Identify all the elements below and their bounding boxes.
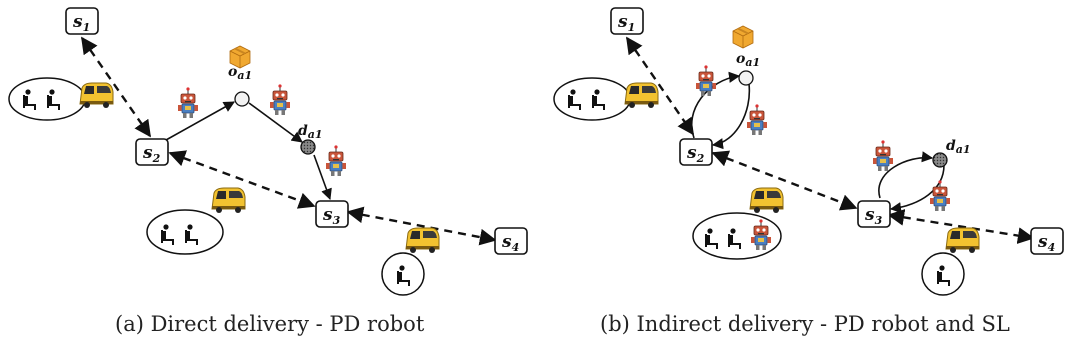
origin-node: oa1 xyxy=(736,51,760,86)
robot-icon xyxy=(325,144,347,177)
svg-text:s3: s3 xyxy=(322,205,341,227)
shuttle-route-s2-s3 xyxy=(711,150,858,211)
passenger-group xyxy=(921,227,980,296)
station-s1: s1 xyxy=(610,7,644,35)
svg-text:s4: s4 xyxy=(1037,232,1055,254)
shuttle-icon xyxy=(749,187,784,214)
svg-text:da1: da1 xyxy=(298,123,323,141)
svg-text:s2: s2 xyxy=(686,143,705,165)
passenger-group xyxy=(381,227,440,296)
station-s3: s3 xyxy=(315,200,349,228)
shuttle-route-s1-s2 xyxy=(81,36,151,138)
robot-icon xyxy=(746,103,768,136)
robot-icon xyxy=(872,139,894,172)
diagram: s1 s2 s3 s4 oa1 da1 xyxy=(8,7,1064,296)
shuttle-route-s3-s4 xyxy=(346,206,497,246)
destination-node: da1 xyxy=(298,123,323,155)
passenger-group xyxy=(146,187,246,255)
shuttle-icon xyxy=(211,187,246,214)
robot-path-s2-origin xyxy=(691,71,741,139)
svg-text:s2: s2 xyxy=(142,143,161,165)
robot-icon xyxy=(269,83,291,116)
robot-icon xyxy=(929,179,951,212)
passenger-group xyxy=(692,187,784,260)
shuttle-route-s1-s2 xyxy=(626,36,694,136)
robot-path-origin-destination xyxy=(248,102,303,143)
robot-path-destination-s3 xyxy=(889,164,945,214)
caption-a: (a) Direct delivery - PD robot xyxy=(115,312,425,336)
svg-text:oa1: oa1 xyxy=(228,64,252,82)
station-s3: s3 xyxy=(857,200,891,228)
shuttle-route-s2-s3 xyxy=(168,150,316,209)
shuttle-icon xyxy=(79,82,114,109)
station-s4: s4 xyxy=(1030,227,1064,255)
panel-a: s1 s2 s3 s4 oa1 da1 xyxy=(8,7,528,296)
svg-text:s4: s4 xyxy=(501,232,519,254)
origin-node: oa1 xyxy=(228,64,252,107)
station-s1: s1 xyxy=(65,7,99,35)
passenger-group xyxy=(8,77,114,121)
robot-icon xyxy=(177,86,199,119)
svg-text:da1: da1 xyxy=(946,138,971,156)
svg-text:s1: s1 xyxy=(72,12,90,34)
panel-b: s1 s2 s3 s4 oa1 da1 xyxy=(553,7,1064,296)
destination-node: da1 xyxy=(932,138,971,168)
station-s2: s2 xyxy=(679,138,713,166)
svg-text:s3: s3 xyxy=(864,205,883,227)
shuttle-icon xyxy=(624,82,659,109)
robot-path-s2-origin xyxy=(165,101,235,141)
passenger-group xyxy=(553,77,659,121)
shuttle-icon xyxy=(405,227,440,254)
station-s4: s4 xyxy=(494,227,528,255)
svg-text:s1: s1 xyxy=(617,12,635,34)
caption-b: (b) Indirect delivery - PD robot and SL xyxy=(600,312,1010,336)
robot-path-destination-s3 xyxy=(313,154,332,201)
package-icon xyxy=(229,45,251,69)
svg-text:oa1: oa1 xyxy=(736,51,760,69)
package-icon xyxy=(732,25,754,49)
robot-path-s3-destination xyxy=(878,151,934,199)
robot-path-origin-s2 xyxy=(711,83,751,150)
station-s2: s2 xyxy=(135,138,169,166)
shuttle-icon xyxy=(945,227,980,254)
shuttle-route-s3-s4 xyxy=(887,209,1035,244)
